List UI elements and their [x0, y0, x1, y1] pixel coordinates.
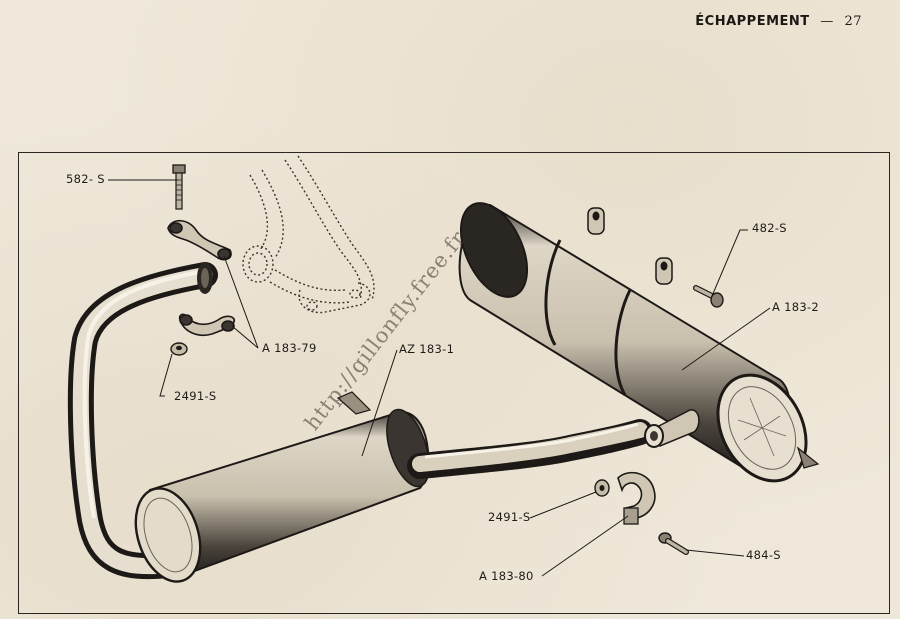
nut-2491s-right-icon — [594, 479, 610, 497]
clamp-a18379-icon — [167, 219, 236, 336]
part-label-582s: 582- S — [66, 172, 105, 186]
section-title: ÉCHAPPEMENT — [695, 14, 810, 29]
bolt-482s-icon — [693, 285, 724, 308]
part-label-az1831: AZ 183-1 — [399, 342, 455, 356]
clamp-a18380-icon — [617, 471, 656, 525]
part-label-a18379: A 183-79 — [262, 341, 317, 355]
rear-silencer-a1832 — [458, 202, 820, 483]
part-label-2491s: 2491-S — [174, 389, 217, 403]
part-label-484s: 484-S — [746, 548, 781, 562]
part-label-a18380: A 183-80 — [479, 569, 534, 583]
front-silencer-az1831 — [134, 391, 430, 583]
leader-lines — [108, 179, 771, 577]
part-label-a1832: A 183-2 — [772, 300, 820, 314]
part-label-2491s-right: 2491-S — [488, 510, 531, 524]
part-label-482s: 482-S — [752, 221, 787, 235]
manifold-outline — [242, 155, 375, 314]
intermediate-pipe — [407, 419, 653, 479]
page-number: 27 — [844, 14, 862, 29]
page-header: ÉCHAPPEMENT — 27 — [695, 14, 862, 29]
nut-2491s-icon — [170, 342, 188, 356]
diagram-frame — [18, 152, 890, 614]
header-separator: — — [820, 14, 834, 29]
bolt-582s-icon — [172, 164, 186, 210]
bolt-484s-icon — [658, 532, 689, 555]
